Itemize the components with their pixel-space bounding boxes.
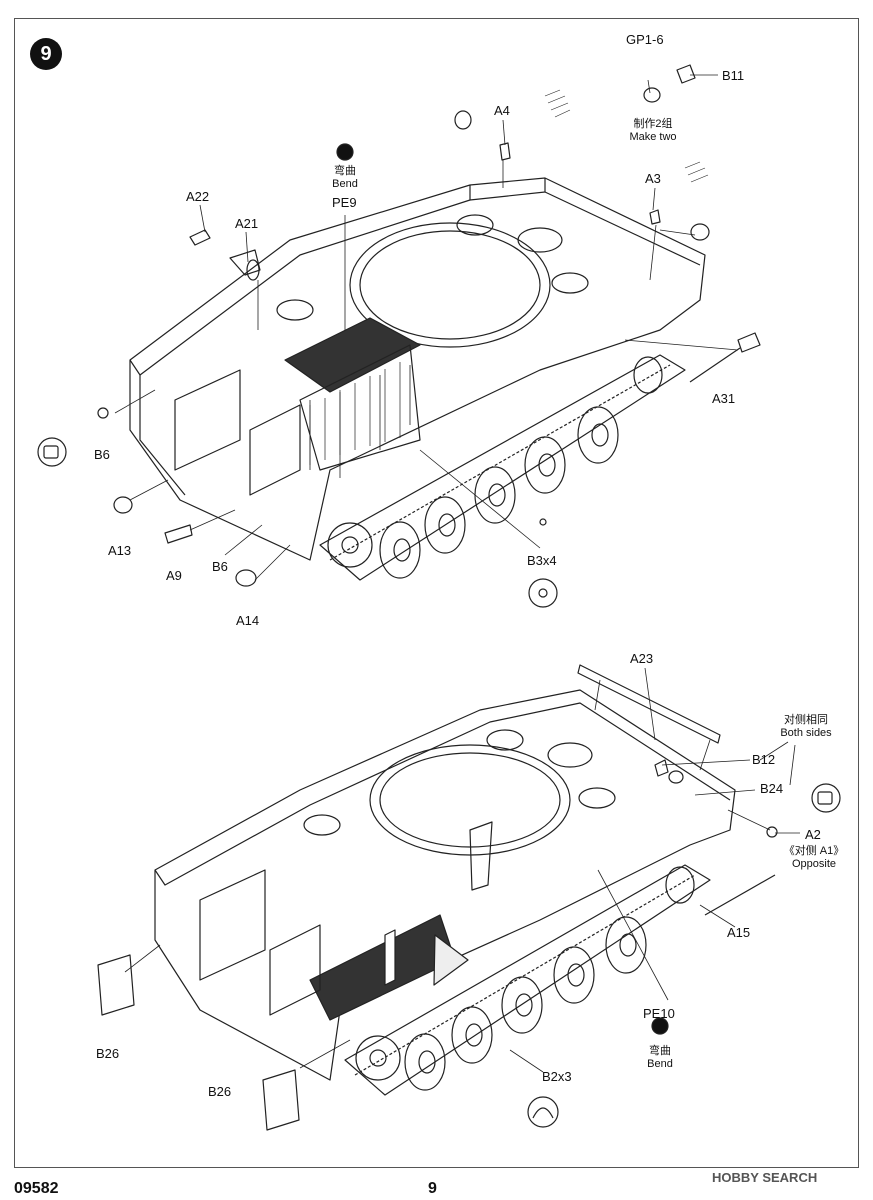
bottom-parts — [97, 664, 841, 1131]
label-b11: B11 — [722, 68, 745, 83]
note-make-two-en: Make two — [629, 130, 677, 143]
note-opposite: 《对侧 A1》 Opposite — [779, 845, 849, 870]
note-make-two: 制作2组 Make two — [618, 118, 688, 143]
label-a3: A3 — [645, 171, 661, 186]
label-pe9: PE9 — [332, 195, 357, 210]
label-b26-left: B26 — [96, 1046, 120, 1061]
note-bend-bottom: 弯曲 Bend — [635, 1045, 685, 1070]
bottom-hull — [154, 689, 736, 1081]
note-bend-bottom-en: Bend — [647, 1057, 673, 1070]
label-b6-bottom: B6 — [212, 559, 228, 574]
label-a2: A2 — [805, 827, 821, 842]
bottom-callout-lines — [124, 667, 800, 1073]
page-frame — [14, 18, 859, 1168]
watermark: HOBBY SEARCH — [712, 1170, 818, 1185]
label-a15: A15 — [727, 925, 751, 940]
note-both-sides-cn: 对侧相同 — [784, 714, 828, 726]
note-both-sides: 对侧相同 Both sides — [770, 714, 842, 739]
label-pe10: PE10 — [643, 1006, 675, 1021]
note-bend-top: 弯曲 Bend — [320, 165, 370, 190]
label-gp1-6: GP1-6 — [626, 32, 664, 47]
top-callout-lines — [114, 74, 739, 581]
label-a14: A14 — [236, 613, 260, 628]
label-b2x3: B2x3 — [542, 1069, 572, 1084]
label-b3x4: B3x4 — [527, 553, 557, 568]
step-number-badge: 9 — [30, 38, 62, 70]
label-a9: A9 — [166, 568, 182, 583]
top-hull — [129, 177, 706, 561]
note-opposite-cn: 《对侧 A1》 — [783, 845, 845, 857]
page-number: 9 — [428, 1180, 437, 1197]
label-b12: B12 — [752, 752, 776, 767]
label-b24: B24 — [760, 781, 784, 796]
label-b6-left: B6 — [94, 447, 110, 462]
label-a13: A13 — [108, 543, 132, 558]
note-both-sides-en: Both sides — [780, 726, 832, 739]
label-a31: A31 — [712, 391, 736, 406]
note-bend-top-en: Bend — [332, 177, 358, 190]
label-a23: A23 — [630, 651, 654, 666]
bottom-tracks — [344, 864, 711, 1096]
note-make-two-cn: 制作2组 — [633, 118, 673, 130]
label-b26-bottom: B26 — [208, 1084, 232, 1099]
note-bend-bottom-cn: 弯曲 — [649, 1045, 671, 1057]
note-opposite-en: Opposite — [791, 857, 837, 870]
label-a21: A21 — [235, 216, 259, 231]
top-tracks — [319, 354, 686, 581]
label-a22: A22 — [186, 189, 210, 204]
kit-number: 09582 — [14, 1180, 59, 1197]
label-a4: A4 — [494, 103, 510, 118]
top-parts — [37, 64, 761, 608]
note-bend-top-cn: 弯曲 — [334, 165, 356, 177]
